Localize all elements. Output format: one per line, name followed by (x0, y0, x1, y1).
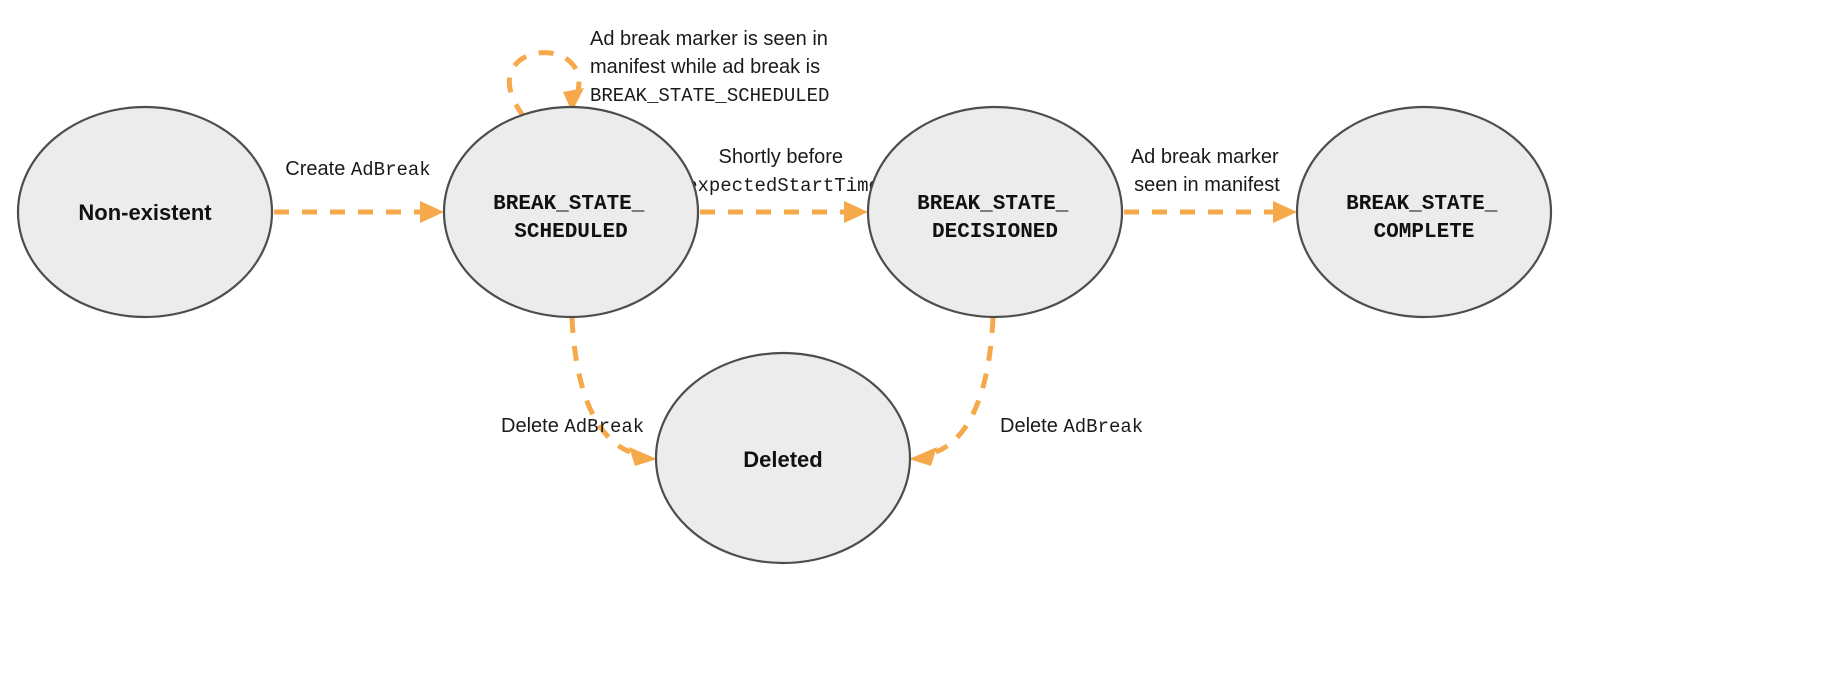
node-non-existent-shape[interactable] (16, 105, 274, 319)
node-non-existent-label-line-1: Non-existent (78, 200, 212, 225)
node-break-state-decisioned-shape[interactable] (866, 105, 1124, 319)
edge-decisioned-to-deleted-path (935, 317, 996, 455)
edge-delete-adbreak-from-decisioned: Delete AdBreak (909, 317, 1143, 466)
node-non-existent[interactable]: Non-existent (16, 105, 274, 319)
edge-decisioned-to-deleted-label: Delete AdBreak (1000, 415, 1143, 438)
edge-shortly-before-expected-start-time: Shortly before expectedStartTime (686, 146, 880, 223)
node-break-state-scheduled[interactable]: BREAK_STATE_ SCHEDULED (442, 105, 700, 319)
edge-label-part-mono: AdBreak (564, 416, 644, 438)
edge-scheduled-to-decisioned-label-line-2: expectedStartTime (686, 175, 880, 197)
edge-scheduled-to-decisioned-label-line-1: Shortly before (719, 146, 844, 168)
edge-label-part-mono: AdBreak (1063, 416, 1143, 438)
node-break-state-decisioned-label-line-2: DECISIONED (932, 221, 1058, 244)
edge-self-loop-path (506, 50, 582, 119)
edge-decisioned-to-complete-label-line-2: seen in manifest (1134, 174, 1280, 196)
node-non-existent-label: Non-existent (78, 200, 212, 225)
node-break-state-scheduled-label: BREAK_STATE_ SCHEDULED (493, 193, 649, 244)
edge-label-part-text: Create (285, 158, 351, 180)
node-break-state-scheduled-label-line-1: BREAK_STATE_ (493, 193, 645, 216)
edge-scheduled-to-decisioned-arrowhead (844, 201, 868, 223)
edge-decisioned-to-complete-label-line-1: Ad break marker (1131, 146, 1279, 168)
edge-create-adbreak: Create AdBreak (274, 158, 444, 223)
edge-create-adbreak-label: Create AdBreak (285, 158, 430, 181)
edge-adbreak-marker-seen-while-scheduled: Ad break marker is seen in manifest whil… (506, 28, 832, 119)
edge-self-loop-arrowhead (563, 88, 584, 112)
edge-ad-break-marker-seen-in-manifest: Ad break marker seen in manifest (1124, 146, 1297, 223)
edge-label-part-text: Delete (1000, 415, 1063, 437)
edge-decisioned-to-complete-label: Ad break marker seen in manifest (1131, 146, 1283, 196)
node-break-state-decisioned[interactable]: BREAK_STATE_ DECISIONED (866, 105, 1124, 319)
node-deleted-label-line-1: Deleted (743, 447, 822, 472)
node-break-state-complete-label-line-1: BREAK_STATE_ (1346, 193, 1498, 216)
edge-label-part-text: Delete (501, 415, 564, 437)
edge-delete-adbreak-from-scheduled: Delete AdBreak (501, 317, 657, 466)
node-deleted[interactable]: Deleted (654, 351, 912, 565)
edge-scheduled-to-deleted-path (569, 317, 631, 455)
edge-self-loop-label: Ad break marker is seen in manifest whil… (590, 28, 832, 107)
node-break-state-complete[interactable]: BREAK_STATE_ COMPLETE (1295, 105, 1553, 319)
edge-self-loop-label-line-3: BREAK_STATE_SCHEDULED (590, 85, 829, 107)
node-break-state-scheduled-label-line-2: SCHEDULED (514, 221, 627, 244)
node-deleted-label: Deleted (743, 447, 822, 472)
node-break-state-complete-label-line-2: COMPLETE (1374, 221, 1475, 244)
edge-create-adbreak-arrowhead (420, 201, 444, 223)
node-break-state-scheduled-shape[interactable] (442, 105, 700, 319)
node-break-state-complete-label: BREAK_STATE_ COMPLETE (1346, 193, 1502, 244)
node-deleted-shape[interactable] (654, 351, 912, 565)
edge-scheduled-to-decisioned-label: Shortly before expectedStartTime (686, 146, 880, 197)
node-break-state-decisioned-label: BREAK_STATE_ DECISIONED (917, 193, 1073, 244)
edge-scheduled-to-deleted-label: Delete AdBreak (501, 415, 644, 438)
edge-label-part-mono: AdBreak (351, 159, 431, 181)
node-break-state-decisioned-label-line-1: BREAK_STATE_ (917, 193, 1069, 216)
edge-self-loop-label-line-2: manifest while ad break is (590, 56, 820, 78)
edge-scheduled-to-deleted-arrowhead (629, 447, 657, 466)
edge-decisioned-to-deleted-arrowhead (909, 447, 937, 466)
node-break-state-complete-shape[interactable] (1295, 105, 1553, 319)
edge-self-loop-label-line-1: Ad break marker is seen in (590, 28, 828, 50)
edge-decisioned-to-complete-arrowhead (1273, 201, 1297, 223)
